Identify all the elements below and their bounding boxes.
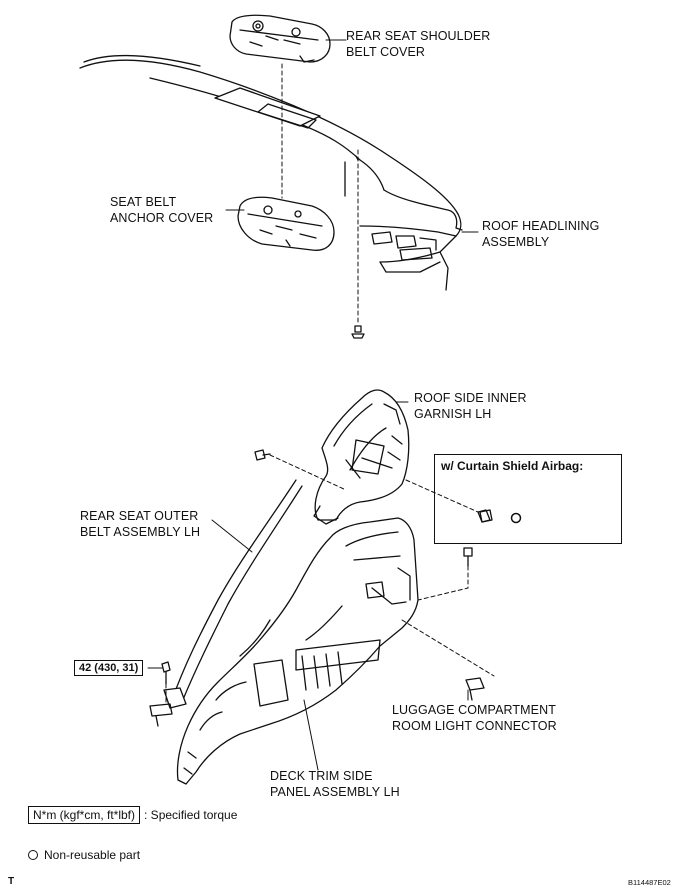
shoulder-belt-cover-part (229, 14, 331, 63)
deck-trim-panel-drawing (176, 517, 419, 785)
corner-mark: T (8, 876, 15, 887)
bottom-guide-lines (165, 454, 495, 703)
bottom-leaders (147, 401, 469, 771)
top-leaders (225, 39, 479, 233)
airbag-clip (479, 509, 522, 524)
top-guide-lines (281, 63, 359, 323)
clip-top (351, 325, 365, 339)
legend-nonreusable: Non-reusable part (28, 848, 140, 862)
legend-torque: N*m (kgf*cm, ft*lbf) : Specified torque (28, 806, 237, 824)
outer-belt-drawing (149, 479, 303, 727)
label-light-connector: LUGGAGE COMPARTMENT ROOM LIGHT CONNECTOR (392, 703, 557, 733)
curtain-airbag-box: w/ Curtain Shield Airbag: (434, 454, 622, 544)
legend-torque-unit: N*m (kgf*cm, ft*lbf) (28, 806, 141, 824)
airbag-box-title: w/ Curtain Shield Airbag: (441, 459, 584, 473)
garnish-drawing (313, 389, 410, 525)
torque-value-box: 42 (430, 31) (74, 660, 144, 676)
label-garnish: ROOF SIDE INNER GARNISH LH (414, 391, 527, 421)
label-anchor-cover: SEAT BELT ANCHOR COVER (110, 195, 214, 225)
label-outer-belt: REAR SEAT OUTER BELT ASSEMBLY LH (80, 509, 201, 539)
nonreusable-ring-icon (28, 850, 38, 860)
light-connector-part (465, 677, 485, 701)
label-roof-headlining: ROOF HEADLINING ASSEMBLY (482, 219, 600, 249)
label-shoulder-belt-cover: REAR SEAT SHOULDER BELT COVER (346, 29, 491, 59)
roof-headlining-drawing (79, 54, 463, 291)
label-deck-trim-panel: DECK TRIM SIDE PANEL ASSEMBLY LH (270, 769, 400, 799)
anchor-cover-part (237, 196, 335, 251)
legend-torque-text: : Specified torque (144, 808, 238, 822)
legend-nonreusable-text: Non-reusable part (44, 848, 141, 862)
figure-code: B114487E02 (628, 878, 671, 887)
